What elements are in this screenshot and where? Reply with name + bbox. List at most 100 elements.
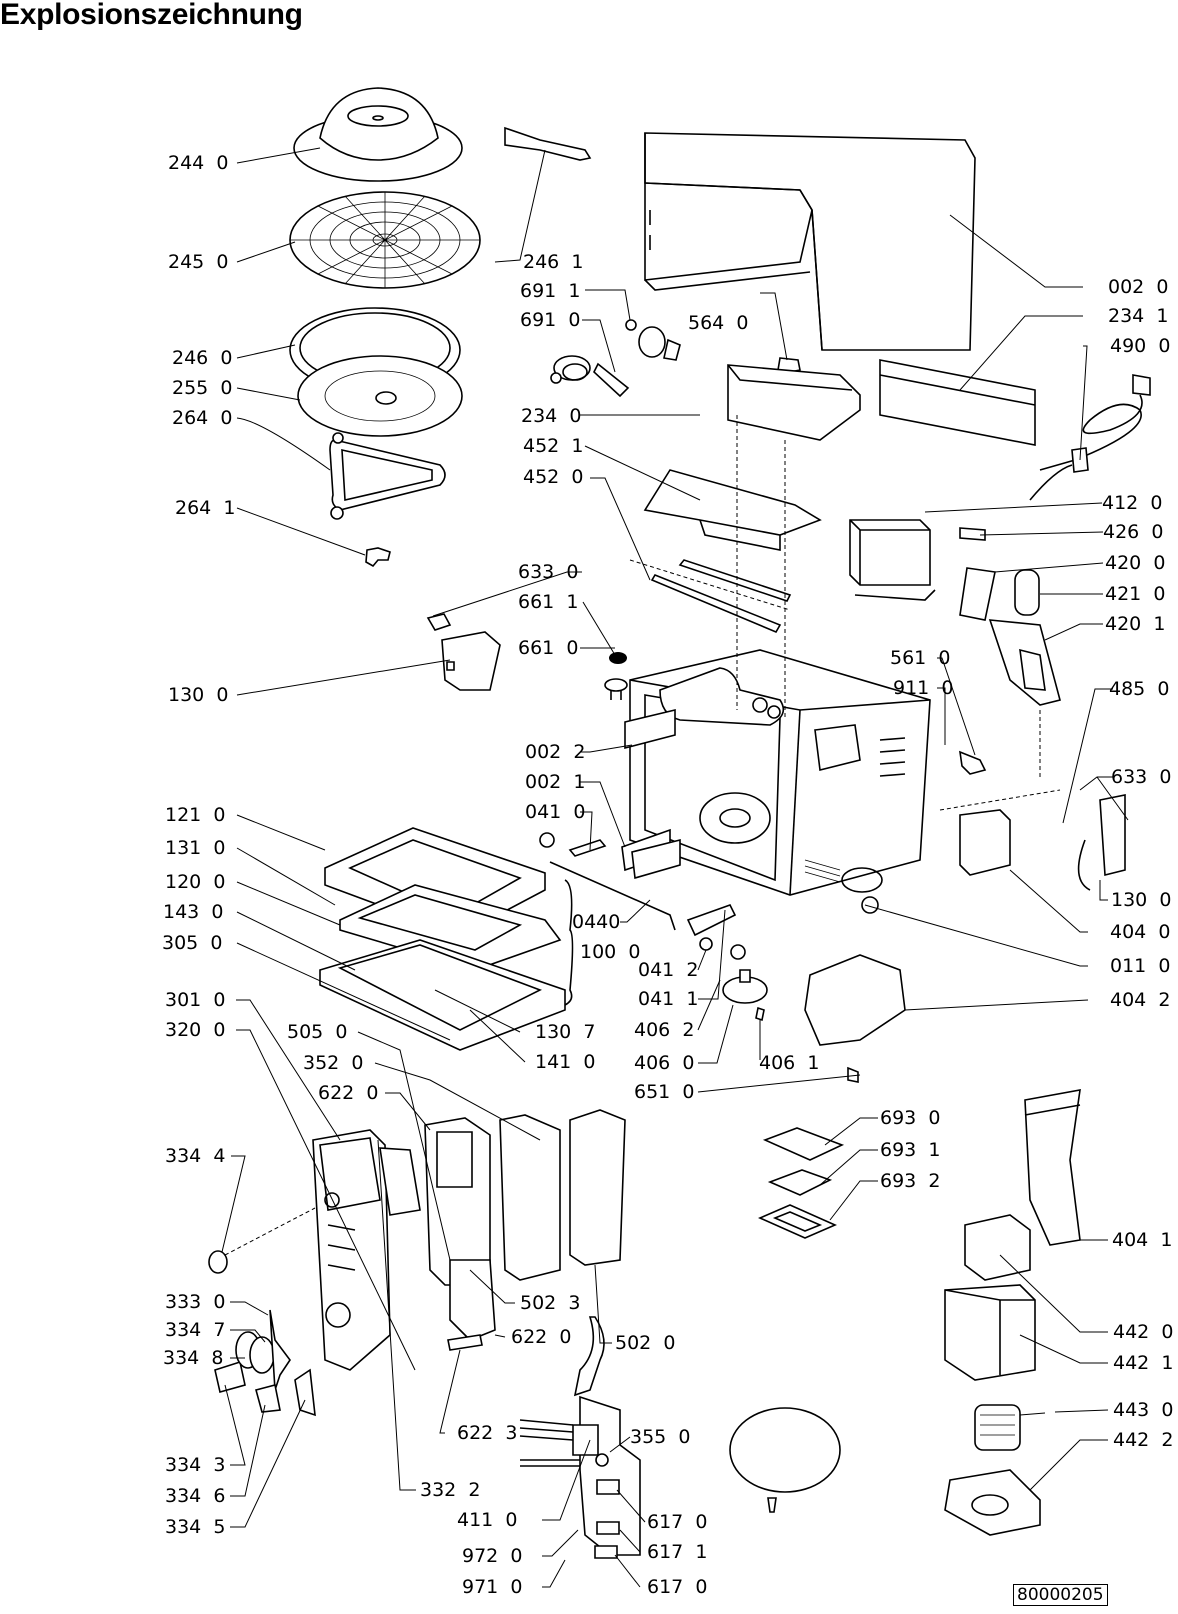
part-label-972-0: 972 0 [462,1545,523,1567]
duct-part [805,955,905,1045]
part-label-244-0: 244 0 [168,152,229,174]
part-label-404-1: 404 1 [1112,1229,1173,1251]
reference-number-box: 80000205 [1013,1584,1108,1606]
part-label-334-4: 334 4 [165,1145,226,1167]
bracket-clip-part [960,752,985,774]
part-label-651-0: 651 0 [634,1081,695,1103]
door-switch-part [428,614,500,690]
part-label-264-0: 264 0 [172,407,233,429]
part-label-426-0: 426 0 [1103,521,1164,543]
part-label-622-3: 622 3 [457,1422,518,1444]
part-label-502-0: 502 0 [615,1332,676,1354]
part-label-971-0: 971 0 [462,1576,523,1598]
part-label-352-0: 352 0 [303,1052,364,1074]
part-label-442-1: 442 1 [1113,1352,1174,1374]
part-label-305-0: 305 0 [162,932,223,954]
part-label-334-5: 334 5 [165,1516,226,1538]
part-label-406-0: 406 0 [634,1052,695,1074]
part-label-002-1: 002 1 [525,771,586,793]
part-label-442-2: 442 2 [1113,1429,1174,1451]
part-label-617-0-b: 617 0 [647,1576,708,1598]
part-label-505-0: 505 0 [287,1021,348,1043]
part-label-693-2: 693 2 [880,1170,941,1192]
part-label-141-0: 141 0 [535,1051,596,1073]
part-label-420-1: 420 1 [1105,613,1166,635]
part-label-406-1: 406 1 [759,1052,820,1074]
turntable-part [298,356,462,436]
part-label-234-0: 234 0 [521,405,582,427]
door-assembly-part [320,828,573,1050]
assembly-line [940,790,1060,810]
part-label-355-0: 355 0 [630,1426,691,1448]
circuit-board-part [380,1110,625,1350]
power-cord-part [1030,375,1150,500]
part-label-130-0-right: 130 0 [1111,889,1172,911]
part-label-421-0: 421 0 [1105,583,1166,605]
support-bracket-part [505,128,590,160]
part-label-143-0: 143 0 [163,901,224,923]
part-label-0440: 0440 [572,911,621,933]
part-label-485-0: 485 0 [1109,678,1170,700]
part-label-420-0: 420 0 [1105,552,1166,574]
part-label-502-3: 502 3 [520,1292,581,1314]
part-label-332-2: 332 2 [420,1479,481,1501]
part-label-693-1: 693 1 [880,1139,941,1161]
latch-hook-part [688,905,745,959]
part-label-622-0-top: 622 0 [318,1082,379,1104]
part-label-442-0: 442 0 [1113,1321,1174,1343]
part-label-246-0: 246 0 [172,347,233,369]
part-label-617-1: 617 1 [647,1541,708,1563]
part-label-452-1: 452 1 [523,435,584,457]
air-duct-part [1025,1090,1080,1245]
part-label-633-0-right: 633 0 [1111,766,1172,788]
part-label-246-1: 246 1 [523,251,584,273]
part-label-443-0: 443 0 [1113,1399,1174,1421]
transformer-part [850,520,935,600]
part-label-301-0: 301 0 [165,989,226,1011]
dome-cover-part [294,88,462,181]
part-label-406-2: 406 2 [634,1019,695,1041]
part-label-490-0: 490 0 [1110,335,1171,357]
part-label-452-0: 452 0 [523,466,584,488]
part-label-255-0: 255 0 [172,377,233,399]
knob-assembly-part [209,1208,315,1415]
part-label-320-0: 320 0 [165,1019,226,1041]
part-label-245-0: 245 0 [168,251,229,273]
part-label-334-6: 334 6 [165,1485,226,1507]
part-label-661-0: 661 0 [518,637,579,659]
part-label-041-1: 041 1 [638,988,699,1010]
part-label-693-0: 693 0 [880,1107,941,1129]
oven-cavity-part [630,650,930,895]
part-label-334-7: 334 7 [165,1319,226,1341]
part-label-911-0: 911 0 [893,677,954,699]
part-label-041-2: 041 2 [638,959,699,981]
part-label-404-0: 404 0 [1110,921,1171,943]
part-label-622-0-mid: 622 0 [511,1326,572,1348]
part-label-661-1: 661 1 [518,591,579,613]
part-label-404-2: 404 2 [1110,989,1171,1011]
ribbon-cable-part [575,1317,604,1395]
page-title: Explosionszeichnung [0,0,303,31]
part-label-691-0: 691 0 [520,309,581,331]
part-label-633-0-left: 633 0 [518,561,579,583]
waveguide-cover-part [728,365,860,440]
part-label-264-1: 264 1 [175,497,236,519]
part-label-041-0: 041 0 [525,801,586,823]
part-label-100-0: 100 0 [580,941,641,963]
sensor-cable-part [551,320,680,396]
part-label-002-0: 002 0 [1108,276,1169,298]
part-label-121-0: 121 0 [165,804,226,826]
side-panel-part [880,360,1035,445]
thermostat-part [605,652,627,700]
grill-rack-part [290,192,480,288]
fan-motor-part [862,795,1125,913]
stirrer-plate-part [760,1128,842,1238]
part-label-411-0: 411 0 [457,1509,518,1531]
control-panel-part [313,1130,390,1370]
part-label-334-8: 334 8 [163,1347,224,1369]
part-label-333-0: 333 0 [165,1291,226,1313]
part-label-412-0: 412 0 [1102,492,1163,514]
outer-cover-part [645,133,975,350]
part-label-561-0: 561 0 [890,647,951,669]
leader-lines [222,148,1128,1587]
